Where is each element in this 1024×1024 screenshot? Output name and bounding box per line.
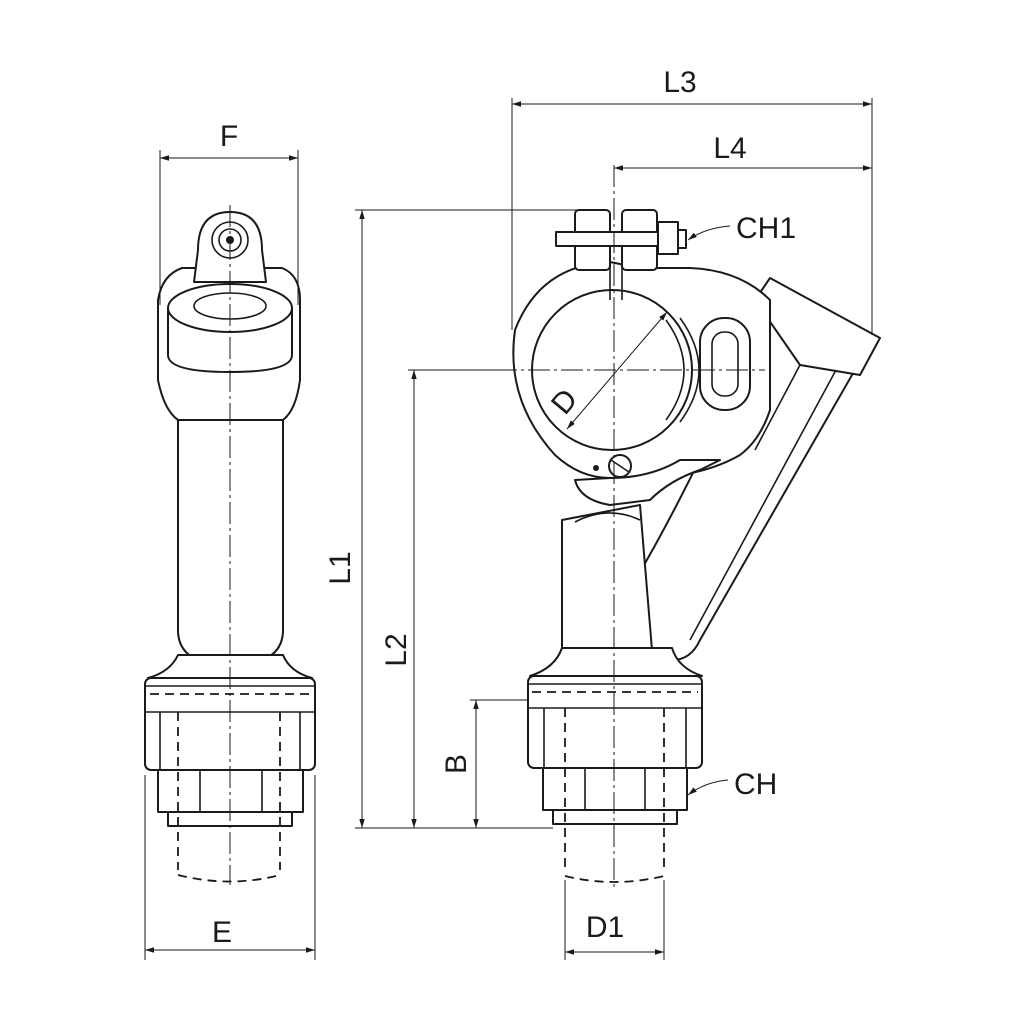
dimension-d1: D1 [564, 880, 665, 960]
dimension-l3: L3 [511, 66, 873, 335]
clamp-bolt-tip [677, 229, 687, 249]
label-l3: L3 [663, 66, 696, 99]
label-l4: L4 [713, 132, 746, 165]
dimension-l4: L4 [614, 132, 872, 171]
dimension-e: E [144, 775, 316, 960]
label-l1: L1 [324, 551, 357, 584]
label-d1: D1 [586, 911, 624, 944]
front-neck [529, 647, 703, 677]
label-ch: CH [734, 768, 777, 801]
side-view [144, 205, 316, 885]
front-view [495, 165, 881, 888]
dimension-b: B [440, 699, 528, 828]
front-nut-base [552, 809, 678, 825]
clamp-loop-inner [711, 331, 739, 397]
label-f: F [220, 120, 238, 153]
leader-ch1: CH1 [687, 212, 796, 245]
lower-screw-mark [593, 465, 599, 471]
label-ch1: CH1 [736, 212, 796, 245]
bore-seal-lip [665, 319, 685, 421]
clamp-bolt-shank [555, 231, 661, 247]
branch-outlet-inner-edge [689, 369, 837, 641]
leader-ch: CH [687, 768, 777, 801]
front-stem-shoulder [574, 512, 641, 523]
side-hidden-pipe-end [177, 874, 281, 883]
dimension-l2: L2 [380, 369, 495, 828]
branch-outlet-edge [754, 364, 801, 451]
label-e: E [212, 916, 232, 949]
dimension-f: F [159, 120, 299, 305]
side-connector [144, 677, 316, 771]
front-connector [527, 675, 703, 769]
saddle-lower-tongue [574, 459, 721, 506]
label-b: B [440, 754, 473, 774]
dimension-l1: L1 [324, 209, 600, 829]
front-hidden-pipe-end [564, 875, 665, 883]
label-l2: L2 [380, 633, 413, 666]
clamp-bolt-nut [657, 221, 679, 255]
